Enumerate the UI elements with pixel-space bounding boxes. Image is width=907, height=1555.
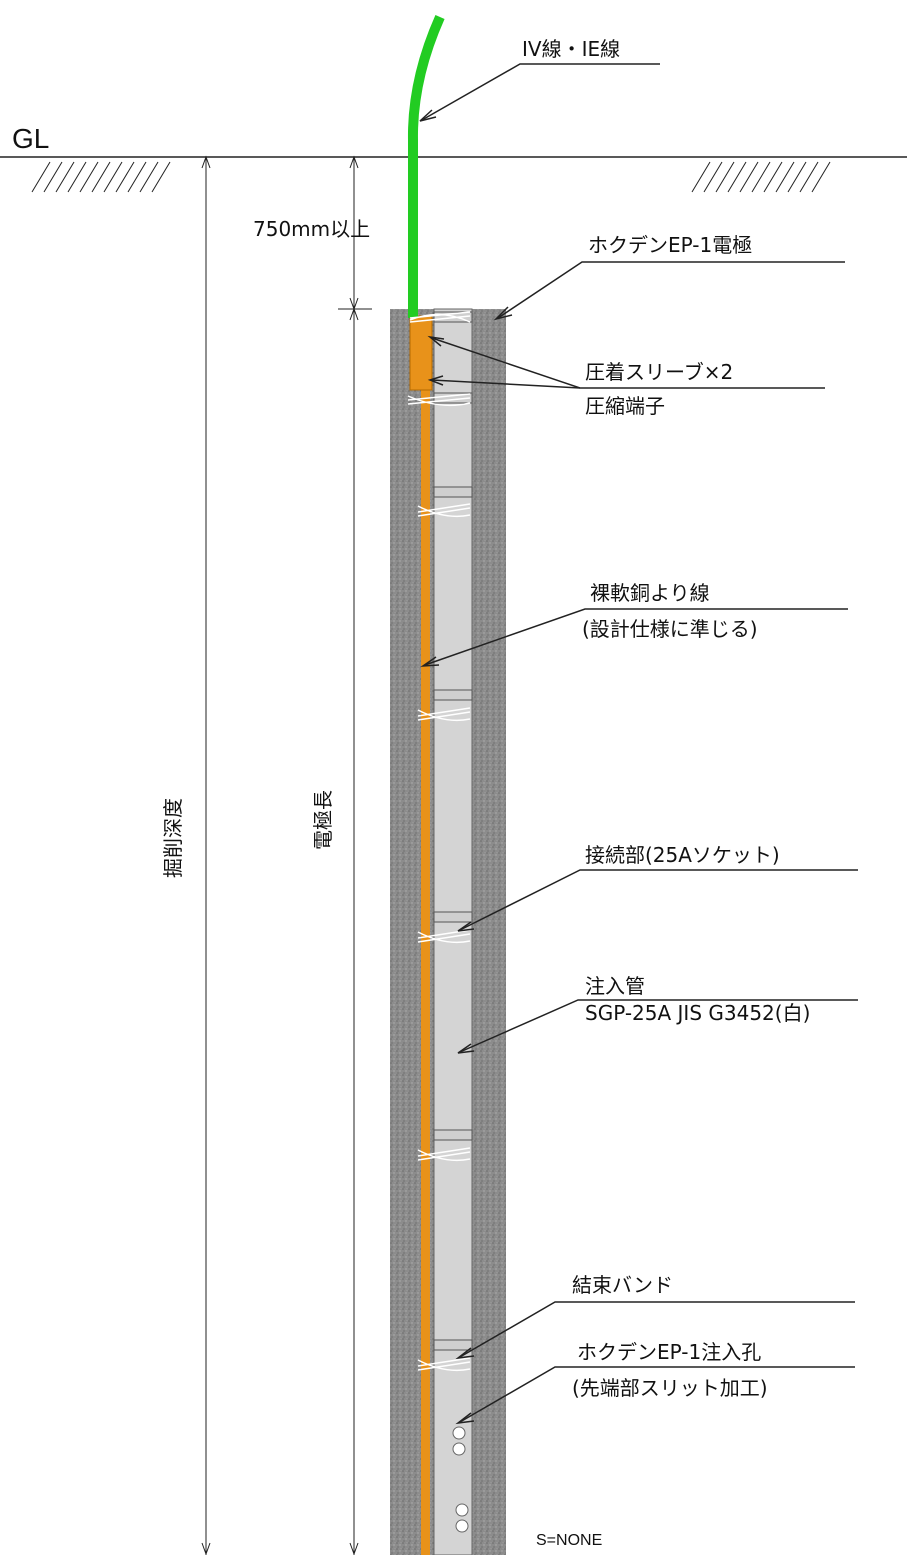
copper-wire-label-2: (設計仕様に準じる): [582, 617, 758, 641]
band-1: [409, 311, 473, 323]
hole-label-1: ホクデンEP-1注入孔: [577, 1340, 761, 1364]
compression-sleeve: [409, 315, 433, 391]
callout-band: [455, 1301, 855, 1360]
iv-ie-wire: [407, 14, 445, 318]
depth-min-label: 750mm以上: [253, 217, 370, 241]
electrode-length-label: 電極長: [311, 790, 335, 850]
dimension-excavation-depth: [190, 155, 222, 1555]
callout-electrode: [493, 261, 845, 321]
band-5: [417, 911, 473, 944]
copper-wire: [421, 340, 430, 1555]
band-label: 結束バンド: [572, 1273, 673, 1297]
scale-label: S=NONE: [536, 1532, 602, 1549]
terminal-label: 圧縮端子: [585, 394, 665, 418]
callout-copper: [420, 608, 848, 667]
injection-holes: [452, 1426, 469, 1533]
copper-wire-label-1: 裸軟銅より線: [590, 581, 710, 605]
hole-label-2: (先端部スリット加工): [572, 1376, 768, 1400]
band-7: [417, 1339, 473, 1372]
sleeve-label: 圧着スリーブ×2: [585, 360, 733, 384]
pipe-label-1: 注入管: [585, 974, 645, 998]
callout-hole: [455, 1366, 855, 1425]
callout-joint: [457, 869, 858, 932]
callout-pipe: [457, 999, 858, 1054]
joint-label: 接続部(25Aソケット): [585, 843, 780, 867]
wire-label: IV線・IE線: [522, 37, 620, 61]
dimension-electrode-length: [349, 307, 359, 1555]
ground-level-label: GL: [12, 123, 49, 154]
band-4: [417, 689, 473, 722]
band-3: [417, 486, 473, 518]
electrode-label: ホクデンEP-1電極: [588, 233, 752, 257]
ground-hatch-right: [691, 161, 831, 193]
callout-wire: [419, 63, 660, 122]
band-6: [417, 1129, 473, 1162]
band-2: [407, 392, 473, 407]
pipe-label-2: SGP-25A JIS G3452(白): [585, 1001, 810, 1025]
ground-hatch-left: [31, 161, 171, 193]
callout-sleeve: [427, 335, 825, 389]
excavation-depth-label: 掘削深度: [161, 798, 185, 878]
joint-bands: [407, 311, 473, 1372]
